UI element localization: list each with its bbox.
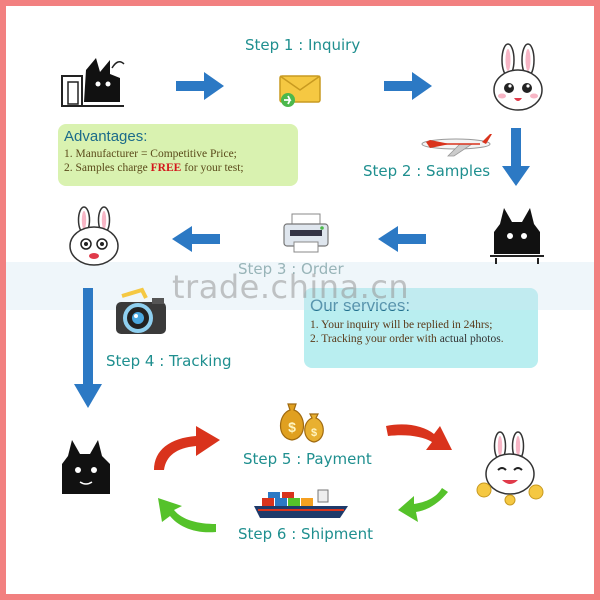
cargo-ship-icon	[254, 489, 348, 518]
camera-icon	[116, 287, 166, 334]
arrow-down-2	[74, 288, 102, 408]
arrow-down-1	[502, 128, 530, 186]
envelope-icon	[279, 75, 321, 107]
services-line-1: 1. Your inquiry will be replied in 24hrs…	[310, 319, 493, 331]
arrow-left-1	[378, 226, 426, 252]
money-bags-icon: $ $	[279, 403, 324, 443]
advantages-line-2: 2. Samples charge FREE for your test;	[64, 162, 244, 174]
services-line-2: 2. Tracking your order with actual photo…	[310, 333, 504, 345]
curved-arrow-green-right	[398, 488, 448, 522]
svg-text:$: $	[311, 427, 317, 439]
watermark-band	[6, 262, 594, 310]
step-3-label: Step 3 : Order	[238, 260, 344, 278]
curved-arrow-red-left	[154, 426, 220, 470]
curved-arrow-red-right	[386, 424, 452, 450]
printer-icon	[283, 213, 329, 253]
arrow-right-2	[384, 72, 432, 100]
step-2-label: Step 2 : Samples	[363, 162, 491, 180]
arrow-left-2	[172, 226, 220, 252]
step-6-label: Step 6 : Shipment	[238, 525, 373, 543]
svg-text:$: $	[288, 419, 296, 435]
white-rabbit-icon	[476, 431, 544, 506]
step-5-label: Step 5 : Payment	[243, 450, 372, 468]
advantages-title: Advantages:	[64, 128, 148, 145]
actual-photos-highlight: actual photos	[439, 333, 501, 345]
step-4-label: Step 4 : Tracking	[106, 352, 232, 370]
watermark: trade.china.cn	[172, 268, 410, 306]
services-title: Our services:	[310, 296, 411, 315]
curved-arrow-green-left	[158, 498, 216, 533]
step-1-label: Step 1 : Inquiry	[245, 36, 361, 54]
white-rabbit-icon	[493, 43, 543, 111]
free-highlight: FREE	[150, 162, 182, 174]
advantages-line-1: 1. Manufacturer = Competitive Price;	[64, 148, 237, 160]
black-rabbit-icon	[490, 208, 544, 264]
white-rabbit-icon	[69, 206, 119, 266]
black-rabbit-icon	[61, 58, 125, 107]
arrow-right-1	[176, 72, 224, 100]
services-box: Our services: 1. Your inquiry will be re…	[304, 288, 538, 368]
advantages-box: Advantages: 1. Manufacturer = Competitiv…	[58, 124, 298, 186]
airplane-icon	[421, 134, 492, 157]
black-rabbit-icon	[62, 440, 110, 494]
